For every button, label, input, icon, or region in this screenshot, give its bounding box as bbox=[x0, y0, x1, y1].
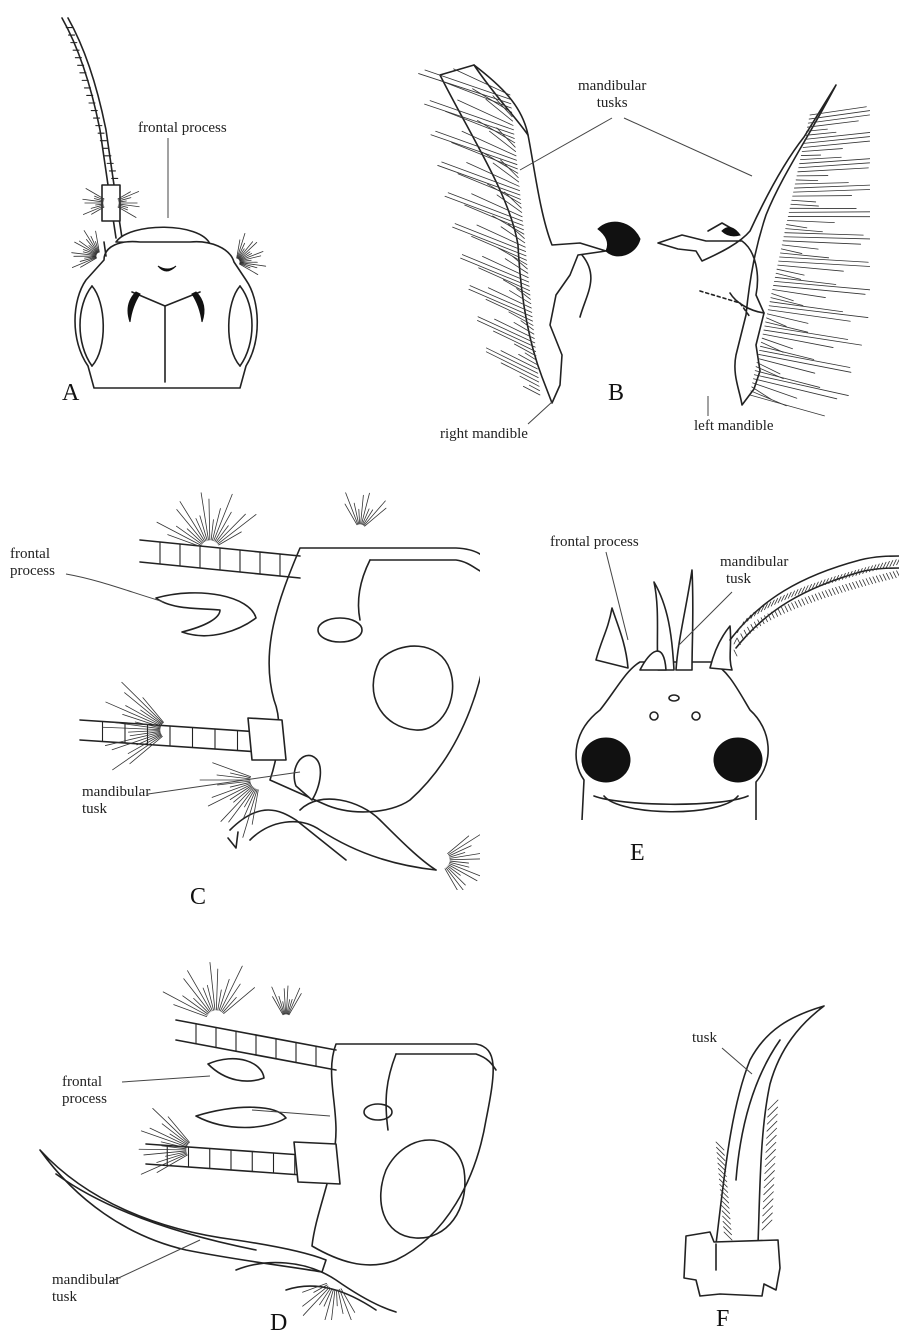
panel-f-letter: F bbox=[716, 1306, 729, 1333]
